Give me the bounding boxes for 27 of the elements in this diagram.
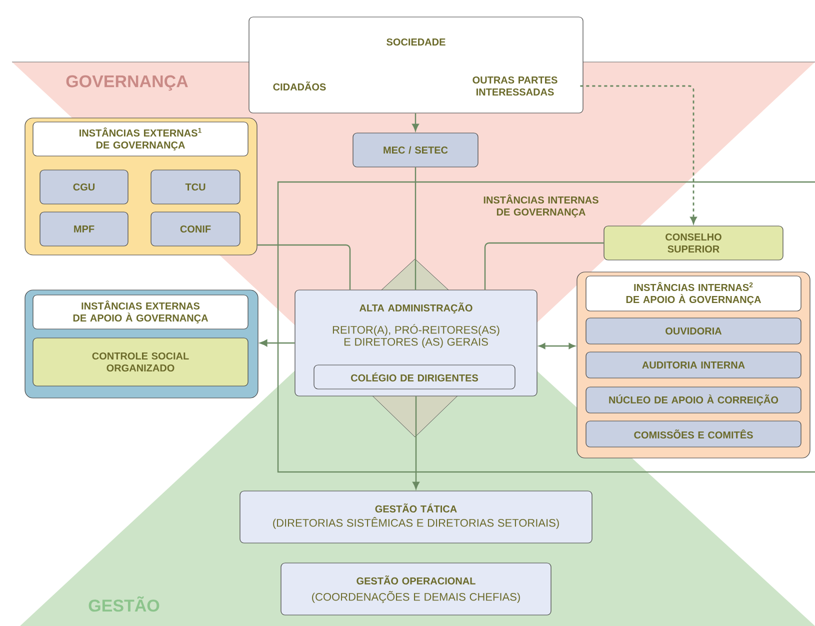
arrow [538, 343, 576, 349]
process-box: CGU [40, 170, 128, 204]
heading-box: INSTÂNCIAS EXTERNAS DE APOIO À GOVERNANÇA [32, 294, 248, 330]
arrow [580, 85, 697, 224]
process-box: COMISSÕES E COMITÊS [586, 420, 802, 448]
process-box: NÚCLEO DE APOIO À CORREIÇÃO [586, 386, 802, 414]
section-title: GESTÃO [88, 596, 160, 612]
region-label: INSTÂNCIAS INTERNAS DE GOVERNANÇA [484, 194, 598, 218]
process-box: CONTROLE SOCIAL ORGANIZADO [32, 338, 248, 386]
heading-box: INSTÂNCIAS INTERNAS$^{2}$ DE APOIO À GOVERNANÇA [586, 276, 802, 312]
arrow [260, 340, 295, 346]
process-box: TCU [150, 170, 240, 204]
process-box: CONIF [150, 212, 240, 246]
heading-box: INSTÂNCIAS EXTERNAS$^{1}$ DE GOVERNANÇA [32, 122, 248, 156]
process-box: CONSELHO SUPERIOR [604, 226, 784, 260]
process-box: OUVIDORIA [586, 318, 802, 344]
group-text: CIDADÃOS [273, 82, 326, 90]
arrow [412, 396, 420, 490]
section-title: GOVERNANÇA [66, 75, 188, 91]
arrow [412, 113, 419, 132]
process-box: MEC / SETEC [352, 132, 478, 168]
process-box: GESTÃO OPERACIONAL (COORDENAÇÕES E DEMAIS CHEFIAS) [280, 562, 552, 616]
process-box: AUDITORIA INTERNA [586, 352, 802, 378]
group-text: OUTRAS PARTES INTERESSADAS [472, 76, 558, 96]
process-box: MPF [40, 212, 128, 246]
process-box: GESTÃO TÁTICA (DIRETORIAS SISTÊMICAS E DIRETORIAS SETORIAIS) [240, 490, 592, 544]
process-box: COLÉGIO DE DIRIGENTES [314, 364, 516, 390]
